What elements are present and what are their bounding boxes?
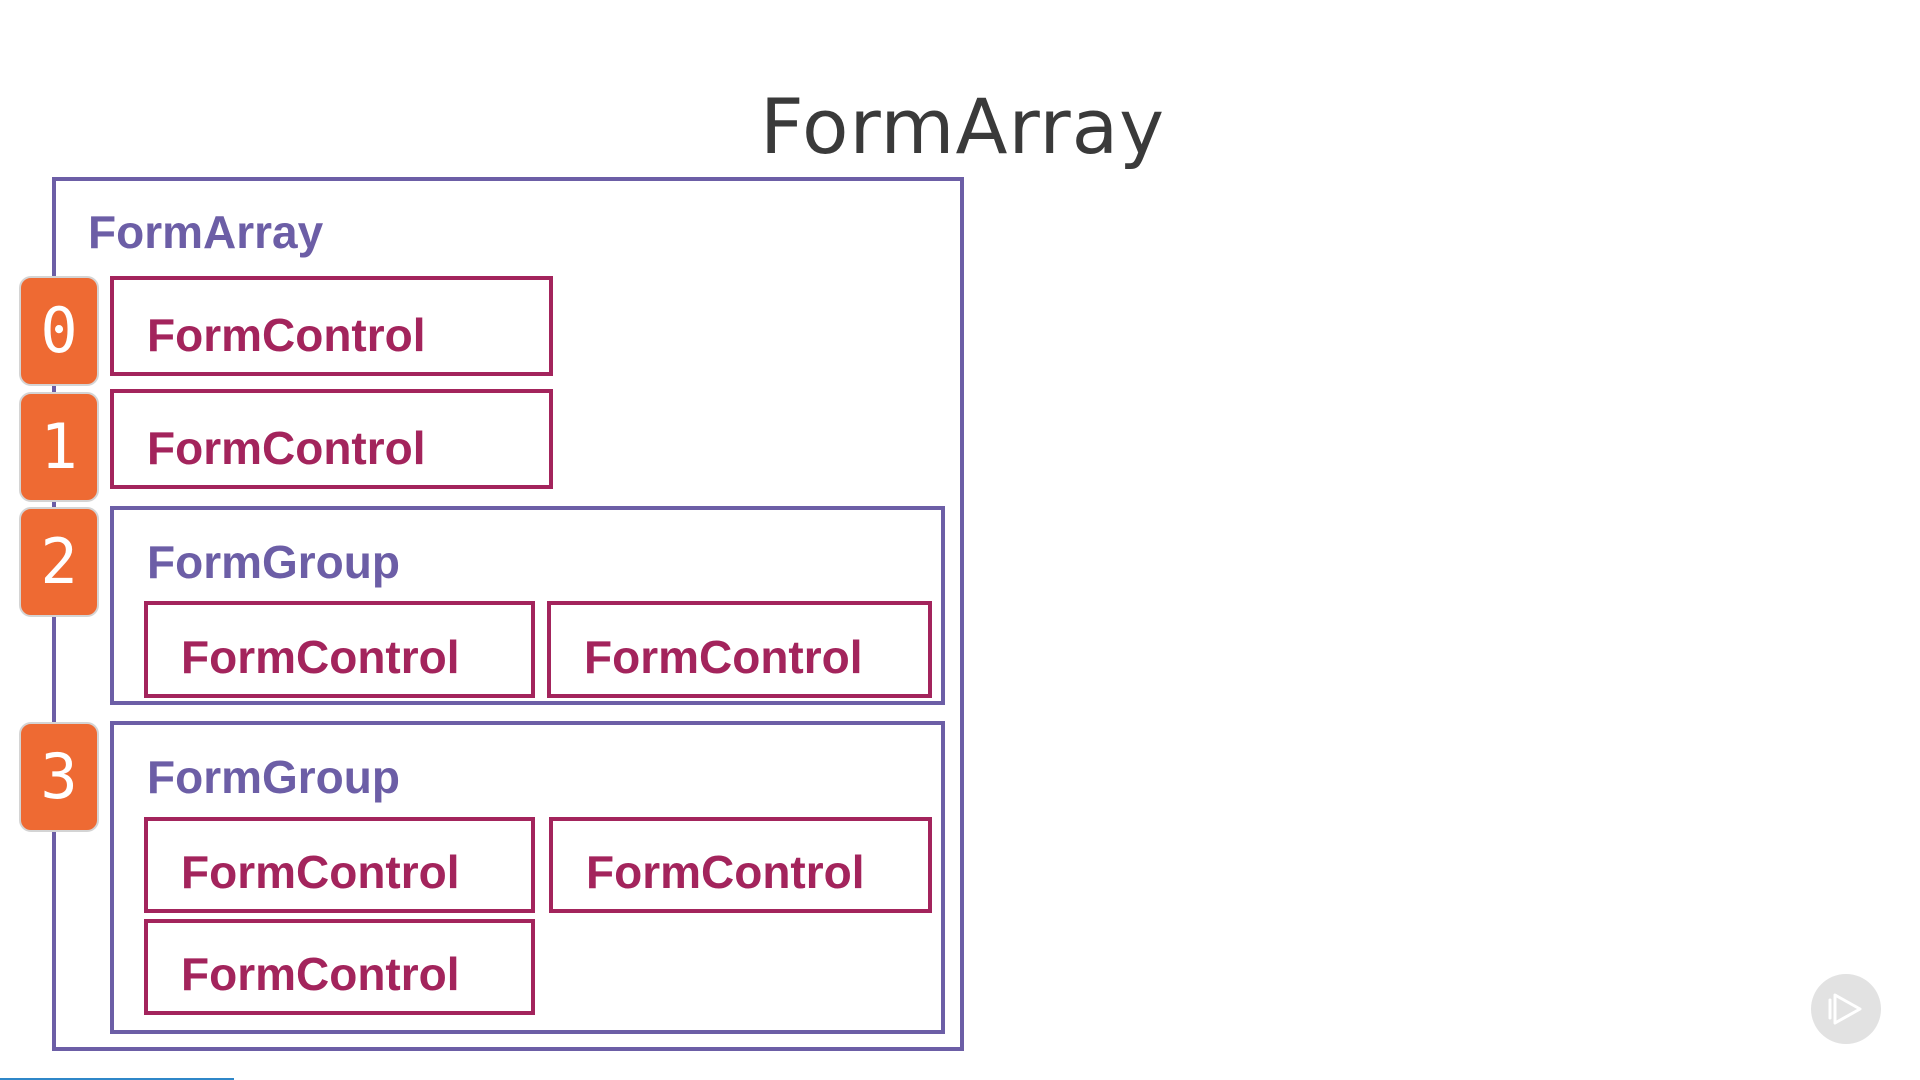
form-group-box: FormGroup <box>110 506 945 705</box>
form-control-box: FormControl <box>144 601 535 698</box>
form-control-label: FormControl <box>147 309 426 361</box>
form-group-box: FormGroup <box>110 721 945 1034</box>
form-control-label: FormControl <box>147 422 426 474</box>
play-icon <box>1828 993 1862 1025</box>
form-control-box: FormControl <box>144 817 535 913</box>
index-badge: 0 <box>19 276 99 386</box>
form-control-label: FormControl <box>181 631 460 683</box>
form-control-label: FormControl <box>181 948 460 1000</box>
form-control-box: FormControl <box>110 276 553 376</box>
form-control-box: FormControl <box>110 389 553 489</box>
slide-title: FormArray <box>760 82 1166 171</box>
index-badge: 1 <box>19 392 99 502</box>
index-badge: 2 <box>19 507 99 617</box>
form-control-box: FormControl <box>549 817 932 913</box>
form-control-box: FormControl <box>144 919 535 1015</box>
video-progress-bar[interactable] <box>0 1078 234 1080</box>
form-control-label: FormControl <box>181 846 460 898</box>
form-array-label: FormArray <box>88 206 324 258</box>
play-button[interactable] <box>1811 974 1881 1044</box>
index-badge: 3 <box>19 722 99 832</box>
form-group-label: FormGroup <box>147 536 400 588</box>
form-control-label: FormControl <box>584 631 863 683</box>
form-control-box: FormControl <box>547 601 932 698</box>
form-control-label: FormControl <box>586 846 865 898</box>
form-group-label: FormGroup <box>147 751 400 803</box>
